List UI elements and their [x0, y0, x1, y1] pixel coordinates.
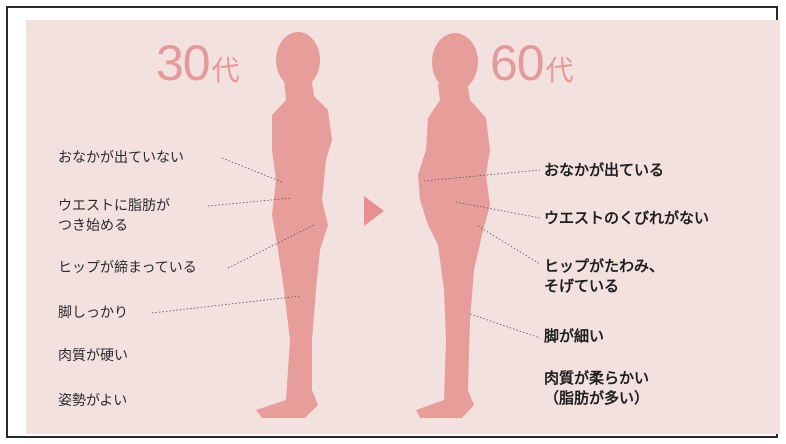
figure-30s-body	[256, 32, 332, 418]
figure-30s-head	[276, 32, 320, 88]
figure-60s-head	[432, 33, 478, 91]
age-60s-heading: 60代	[490, 35, 574, 91]
left-leader-lines	[151, 157, 317, 314]
label-30s-flesh: 肉質が硬い	[58, 348, 128, 364]
age-30s-number: 30	[156, 35, 211, 91]
right-triangle-arrow-icon	[364, 196, 384, 226]
leader-line	[151, 295, 301, 314]
leader-line	[477, 225, 541, 265]
right-leader-lines	[423, 169, 541, 339]
label-30s-waist: ウエストに脂肪が つき始める	[58, 198, 170, 234]
label-60s-hip: ヒップがたわみ、 そげている	[544, 257, 665, 295]
age-30s-suffix: 代	[211, 54, 240, 87]
leader-line	[207, 197, 293, 207]
label-60s-waist: ウエストのくびれがない	[544, 209, 710, 227]
figure-60s-silhouette	[416, 84, 490, 418]
leader-line	[227, 223, 317, 269]
figure-30s-silhouette	[256, 80, 332, 418]
label-60s-belly: おなかが出ている	[544, 161, 665, 179]
age-30s-heading: 30代	[156, 35, 240, 91]
label-30s-hip: ヒップが締まっている	[58, 260, 197, 276]
age-60s-suffix: 代	[545, 54, 574, 87]
illustration-panel	[26, 20, 780, 434]
leader-line	[455, 201, 541, 219]
label-30s-posture: 姿勢がよい	[58, 393, 128, 409]
figure-60s-body	[416, 33, 490, 418]
age-60s-number: 60	[490, 35, 545, 91]
label-60s-flesh: 肉質が柔らかい （脂肪が多い）	[544, 369, 650, 407]
label-30s-belly: おなかが出ていない	[58, 150, 184, 166]
label-30s-legs: 脚しっかり	[58, 305, 128, 321]
leader-line	[469, 313, 541, 339]
label-60s-legs: 脚が細い	[544, 327, 605, 345]
leader-line	[221, 157, 283, 183]
